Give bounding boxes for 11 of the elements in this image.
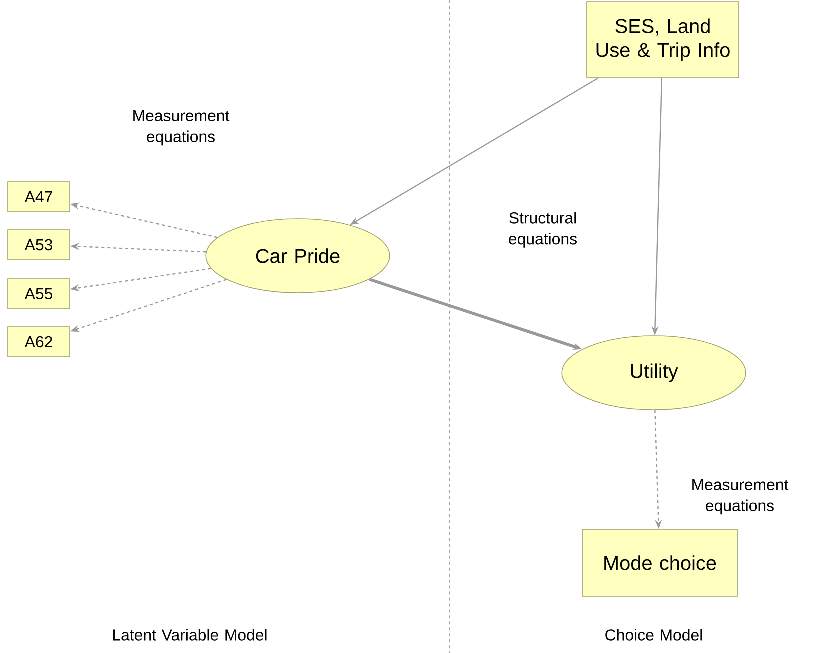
box: Mode choice <box>582 529 738 597</box>
label-text: Measurement equations <box>692 479 789 515</box>
label-text: Measurement equations <box>134 110 230 146</box>
box: A55 <box>8 278 70 310</box>
box: A47 <box>8 182 70 212</box>
label-text: Structural equations <box>509 212 577 248</box>
label-text: Choice Model <box>606 629 702 641</box>
box: A62 <box>8 326 70 358</box>
box: A53 <box>8 230 70 260</box>
box: SES, Land Use & Trip Info <box>586 2 740 78</box>
label-text: Latent Variable Model <box>114 629 267 641</box>
